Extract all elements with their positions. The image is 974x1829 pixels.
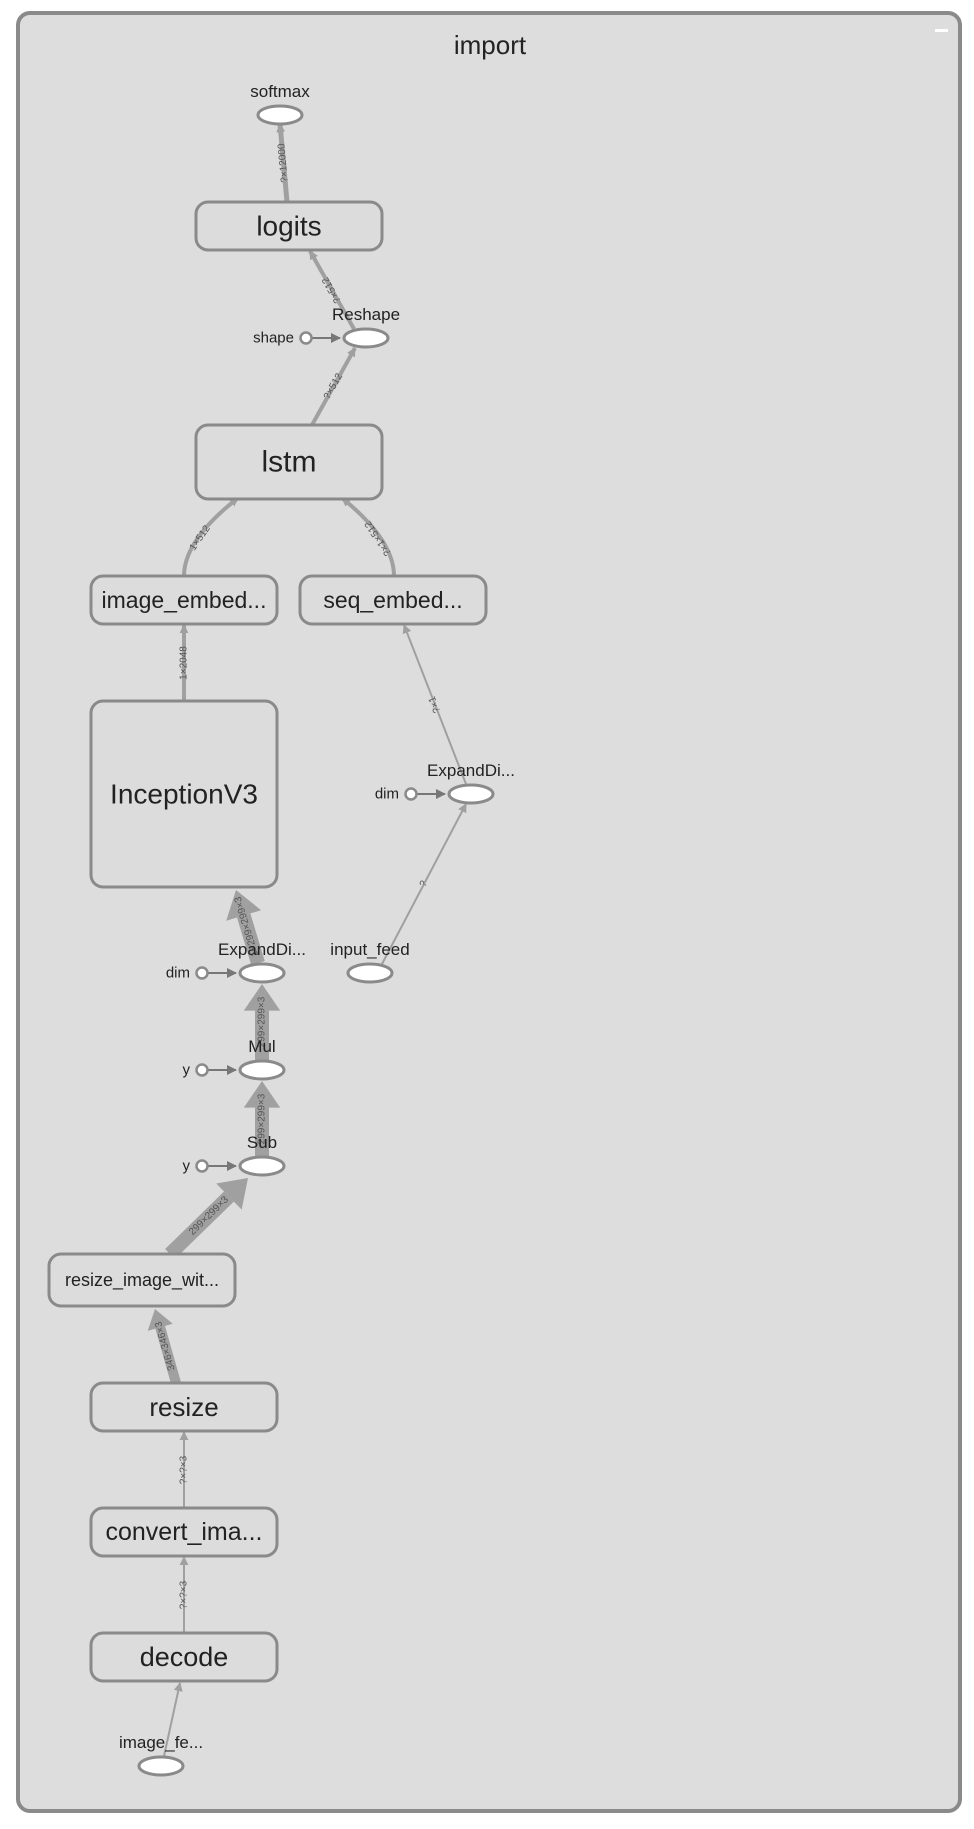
minus-icon[interactable] [935,29,948,32]
const-circle[interactable] [195,966,209,980]
cluster-convert[interactable]: convert_ima... [89,1506,279,1558]
op-label: ExpandDi... [427,761,515,780]
const-label: y [183,1062,191,1079]
op-label: Mul [248,1037,275,1056]
edge-shape-label: ?×?×3 [179,1580,190,1609]
const-dim-seq[interactable]: dim [375,786,418,803]
op-ellipse[interactable] [346,962,394,984]
op-mul[interactable]: Mul [238,1037,286,1081]
edge-shape-label: ?×?×3 [179,1455,190,1484]
const-label: dim [166,965,190,982]
edge-seq_embed-to-lstm[interactable] [340,496,396,577]
cluster-box[interactable] [298,574,488,626]
const-circle[interactable] [404,787,418,801]
cluster-logits[interactable]: logits [194,200,384,252]
scope-title: import [454,30,527,60]
cluster-box[interactable] [89,1381,279,1433]
const-y-sub[interactable]: y [183,1158,209,1175]
const-label: dim [375,786,399,803]
cluster-box[interactable] [89,1631,279,1683]
const-circle[interactable] [195,1159,209,1173]
edge-shape-label: ?×12000 [276,143,290,183]
cluster-image-embed[interactable]: image_embed... [89,574,279,626]
op-ellipse[interactable] [238,962,286,984]
op-label: Reshape [332,305,400,324]
const-y-mul[interactable]: y [183,1062,209,1079]
edge-lstm-to-reshape[interactable] [310,347,357,426]
edge-resize-to-resize_image[interactable] [155,1325,181,1385]
edge-logits-to-softmax[interactable] [276,123,290,203]
edge-shape-label: 299×299×3 [257,996,268,1047]
const-circle[interactable] [299,331,313,345]
edge-arrowhead [216,1178,248,1210]
edge-shape-label: 1×2048 [179,646,190,680]
edge-image_feed-to-decode[interactable] [163,1682,183,1757]
cluster-label: logits [256,211,321,242]
op-softmax[interactable]: softmax [250,82,310,126]
edge-arrowhead [226,890,262,921]
edge-resize_image-to-sub[interactable] [165,1191,234,1260]
edge-expanddims_img-to-inception[interactable] [236,913,265,966]
edge-image_embed-to-lstm[interactable] [182,496,240,577]
edge-arrowhead [243,984,281,1011]
cluster-resize-image[interactable]: resize_image_wit... [47,1252,237,1308]
cluster-box[interactable] [194,200,384,252]
edge-arrowhead [147,1309,173,1331]
op-ellipse[interactable] [238,1155,286,1177]
op-ellipse[interactable] [342,327,390,349]
edge-input_feed-to-expanddims_seq[interactable] [381,803,467,965]
edge-reshape-to-logits[interactable] [308,250,356,330]
const-label: y [183,1158,191,1175]
cluster-decode[interactable]: decode [89,1631,279,1683]
const-dim-img[interactable]: dim [166,965,209,982]
cluster-box[interactable] [89,574,279,626]
cluster-inception[interactable]: InceptionV3 [89,699,279,889]
cluster-label: convert_ima... [105,1518,262,1546]
op-expanddims-seq[interactable]: ExpandDi... [427,761,515,805]
edge-arrowhead [243,1081,281,1108]
op-sub[interactable]: Sub [238,1133,286,1177]
const-shape[interactable]: shape [253,330,313,347]
cluster-label: InceptionV3 [110,779,258,810]
edge-shape-label: 299×299×3 [257,1093,268,1144]
op-label: Sub [247,1133,277,1152]
op-label: image_fe... [119,1733,203,1752]
cluster-box[interactable] [194,423,384,501]
op-ellipse[interactable] [137,1755,185,1777]
cluster-label: resize_image_wit... [65,1270,219,1291]
cluster-seq-embed[interactable]: seq_embed... [298,574,488,626]
op-label: softmax [250,82,310,101]
op-input-feed[interactable]: input_feed [330,940,410,984]
op-expanddims-img[interactable]: ExpandDi... [218,940,306,984]
cluster-label: resize [149,1392,218,1422]
edge-expanddims_seq-to-seq_embed[interactable] [402,624,467,785]
cluster-resize[interactable]: resize [89,1381,279,1433]
op-label: input_feed [330,940,409,959]
const-label: shape [253,330,294,347]
cluster-box[interactable] [89,699,279,889]
op-reshape[interactable]: Reshape [332,305,400,349]
cluster-box[interactable] [47,1252,237,1308]
edge-shape-label: ? [418,879,431,889]
cluster-lstm[interactable]: lstm [194,423,384,501]
op-ellipse[interactable] [256,104,304,126]
cluster-label: seq_embed... [323,587,462,613]
cluster-label: decode [140,1642,229,1672]
op-image-feed[interactable]: image_fe... [119,1733,203,1777]
op-ellipse[interactable] [238,1059,286,1081]
cluster-label: lstm [262,446,317,479]
op-ellipse[interactable] [447,783,495,805]
const-circle[interactable] [195,1063,209,1077]
cluster-box[interactable] [89,1506,279,1558]
op-label: ExpandDi... [218,940,306,959]
cluster-label: image_embed... [102,587,267,613]
